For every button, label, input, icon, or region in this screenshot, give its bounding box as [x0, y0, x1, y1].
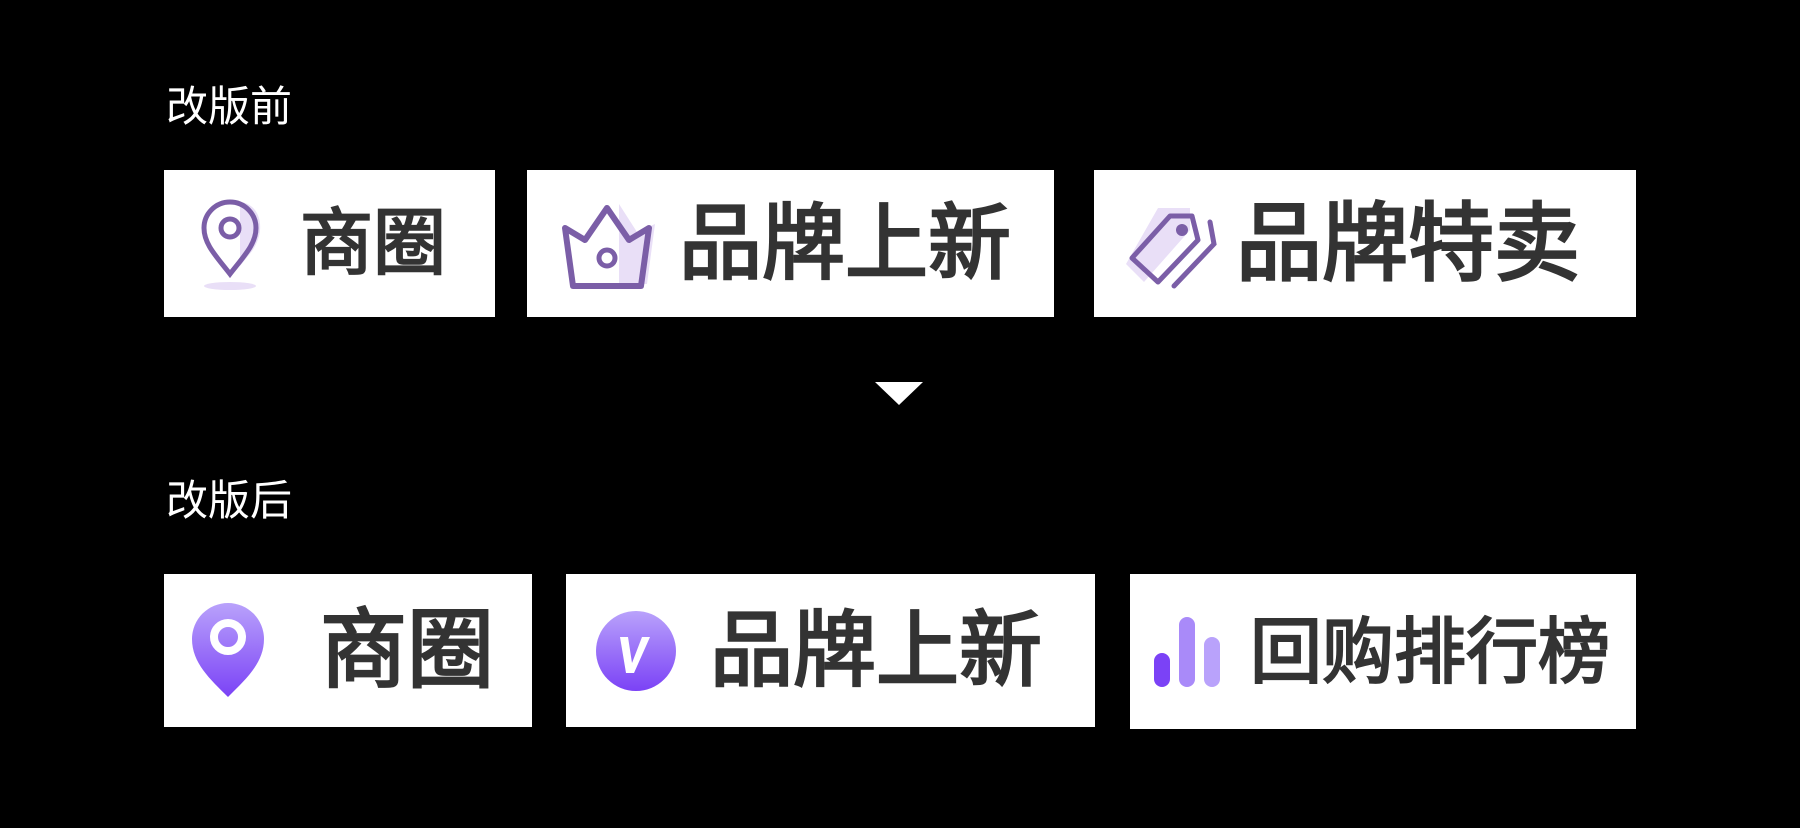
- after-card-business-district: 商圈: [164, 574, 532, 727]
- location-pin-icon: [201, 199, 261, 290]
- before-label: 改版前: [166, 82, 293, 131]
- after-card-brand-new: 品牌上新: [566, 574, 1095, 727]
- price-tag-icon: [1126, 207, 1217, 288]
- before-card-brand-sale: 品牌特卖: [1094, 170, 1636, 317]
- bar-chart-icon: [1154, 616, 1220, 687]
- item-label: 商圈: [320, 599, 494, 701]
- crown-icon: [562, 203, 655, 289]
- item-label: 品牌特卖: [1236, 193, 1580, 294]
- before-card-brand-new: 品牌上新: [527, 170, 1054, 317]
- item-label: 品牌上新: [679, 195, 1011, 292]
- v-badge-icon: [596, 610, 676, 691]
- down-arrow-icon: [875, 382, 923, 405]
- item-label: 品牌上新: [710, 602, 1042, 699]
- before-card-business-district: 商圈: [164, 170, 495, 317]
- after-card-repurchase-ranking: 回购排行榜: [1130, 574, 1636, 729]
- item-label: 商圈: [300, 201, 446, 286]
- location-pin-icon: [192, 602, 264, 697]
- item-label: 回购排行榜: [1250, 609, 1611, 694]
- after-label: 改版后: [166, 476, 293, 525]
